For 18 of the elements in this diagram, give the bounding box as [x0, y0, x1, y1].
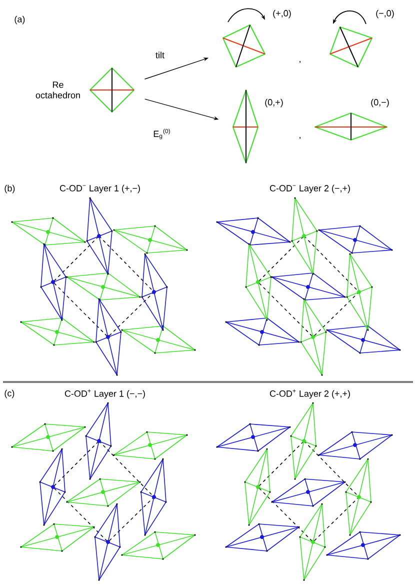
state-label: (0,−) [371, 98, 389, 108]
edge-label: tilt [156, 52, 164, 58]
panel-title: C-OD$^{+}$ Layer 1 (−,−) [64, 389, 145, 399]
octahedron-symbol [232, 89, 259, 164]
panel-title: C-OD$^{−}$ Layer 2 (−,+) [270, 184, 350, 194]
octahedron-symbol [89, 67, 135, 113]
panel-title: C-OD$^{−}$ Layer 1 (+,−) [60, 184, 140, 194]
panel-label: (b) [4, 184, 15, 194]
state-label: (0,+) [265, 98, 283, 108]
octahedron-symbol [314, 112, 388, 141]
state-label: Re octahedron [36, 82, 80, 98]
panel-title: C-OD$^{+}$ Layer 2 (+,+) [270, 389, 350, 399]
octahedron-symbol [222, 24, 266, 68]
octahedron-symbol [329, 26, 373, 68]
panel-label: (a) [14, 16, 25, 24]
state-label: (−,0) [376, 10, 394, 18]
state-label: (+,0) [273, 10, 291, 18]
panel-label: (c) [4, 390, 14, 398]
